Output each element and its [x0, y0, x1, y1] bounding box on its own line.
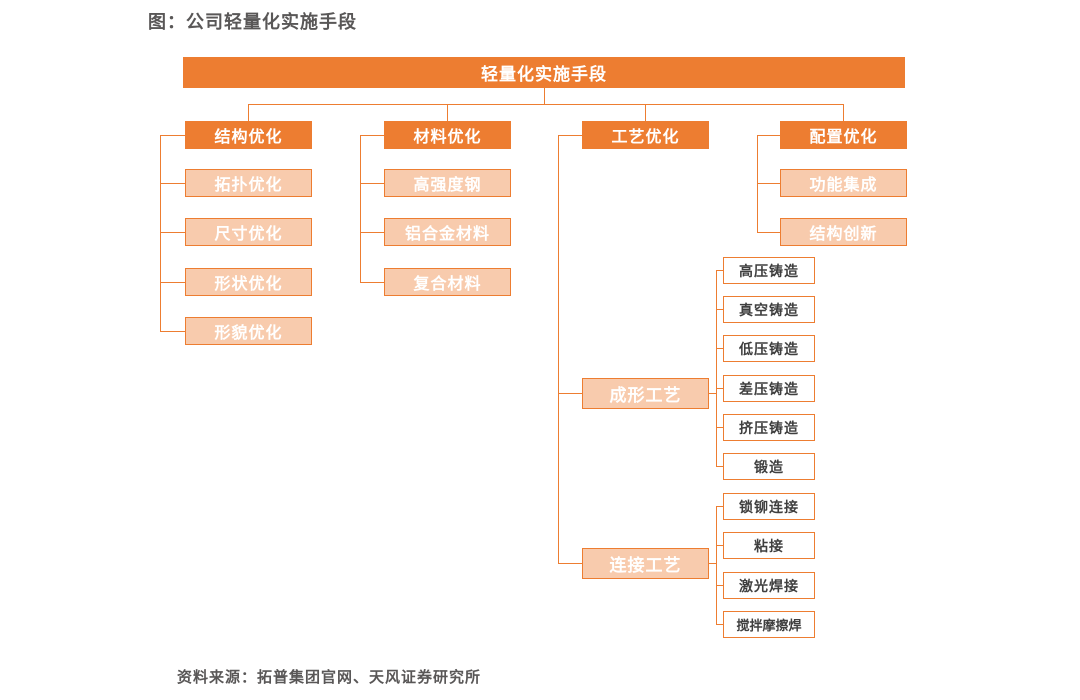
connector-line	[843, 104, 844, 121]
connector-line	[716, 427, 723, 428]
connector-line	[558, 135, 559, 563]
connector-line	[558, 393, 582, 394]
connector-line	[716, 348, 723, 349]
connector-line	[645, 104, 646, 121]
node-root: 轻量化实施手段	[183, 57, 905, 88]
connector-line	[716, 506, 717, 624]
node-friction-stir-welding: 搅拌摩擦焊	[723, 611, 815, 638]
connector-line	[447, 104, 448, 121]
node-material-optimization: 材料优化	[384, 121, 511, 149]
node-size-optimization: 尺寸优化	[185, 218, 312, 246]
node-structure-optimization: 结构优化	[185, 121, 312, 149]
connector-line	[716, 270, 717, 466]
connector-line	[360, 135, 361, 282]
connector-line	[360, 183, 384, 184]
node-joining-process: 连接工艺	[582, 548, 709, 579]
connector-line	[160, 331, 185, 332]
connector-line	[716, 466, 723, 467]
connector-line	[709, 563, 716, 564]
connector-line	[757, 183, 780, 184]
node-forging: 锻造	[723, 453, 815, 480]
node-shape-optimization: 形状优化	[185, 268, 312, 296]
connector-line	[716, 624, 723, 625]
connector-line	[709, 393, 716, 394]
node-squeeze-casting: 挤压铸造	[723, 414, 815, 441]
connector-line	[716, 270, 723, 271]
connector-line	[716, 388, 723, 389]
connector-line	[716, 506, 723, 507]
connector-line	[544, 88, 545, 104]
connector-line	[360, 232, 384, 233]
node-vacuum-casting: 真空铸造	[723, 296, 815, 323]
node-forming-process: 成形工艺	[582, 378, 709, 409]
connector-line	[360, 282, 384, 283]
node-config-optimization: 配置优化	[780, 121, 907, 149]
connector-line	[716, 309, 723, 310]
connector-line	[248, 104, 249, 121]
figure-title: 图：公司轻量化实施手段	[148, 12, 357, 32]
connector-line	[558, 135, 582, 136]
node-structure-innovation: 结构创新	[780, 218, 907, 246]
connector-line	[757, 135, 780, 136]
connector-line	[716, 585, 723, 586]
node-composite-material: 复合材料	[384, 268, 511, 296]
node-topology-optimization: 拓扑优化	[185, 169, 312, 197]
node-aluminum-alloy-material: 铝合金材料	[384, 218, 511, 246]
connector-line	[757, 232, 780, 233]
source-note: 资料来源：拓普集团官网、天风证券研究所	[177, 669, 482, 686]
connector-line	[160, 183, 185, 184]
node-differential-pressure-casting: 差压铸造	[723, 375, 815, 402]
node-process-optimization: 工艺优化	[582, 121, 709, 149]
connector-line	[360, 135, 384, 136]
connector-line	[558, 563, 582, 564]
connector-line	[248, 104, 844, 105]
connector-line	[160, 135, 161, 331]
node-high-pressure-casting: 高压铸造	[723, 257, 815, 284]
connector-line	[160, 282, 185, 283]
connector-line	[160, 135, 185, 136]
node-low-pressure-casting: 低压铸造	[723, 335, 815, 362]
node-laser-welding: 激光焊接	[723, 572, 815, 599]
node-function-integration: 功能集成	[780, 169, 907, 197]
connector-line	[716, 545, 723, 546]
node-high-strength-steel: 高强度钢	[384, 169, 511, 197]
node-morphology-optimization: 形貌优化	[185, 317, 312, 345]
node-lock-riveting-connection: 锁铆连接	[723, 493, 815, 520]
node-adhesive-bonding: 粘接	[723, 532, 815, 559]
connector-line	[160, 232, 185, 233]
